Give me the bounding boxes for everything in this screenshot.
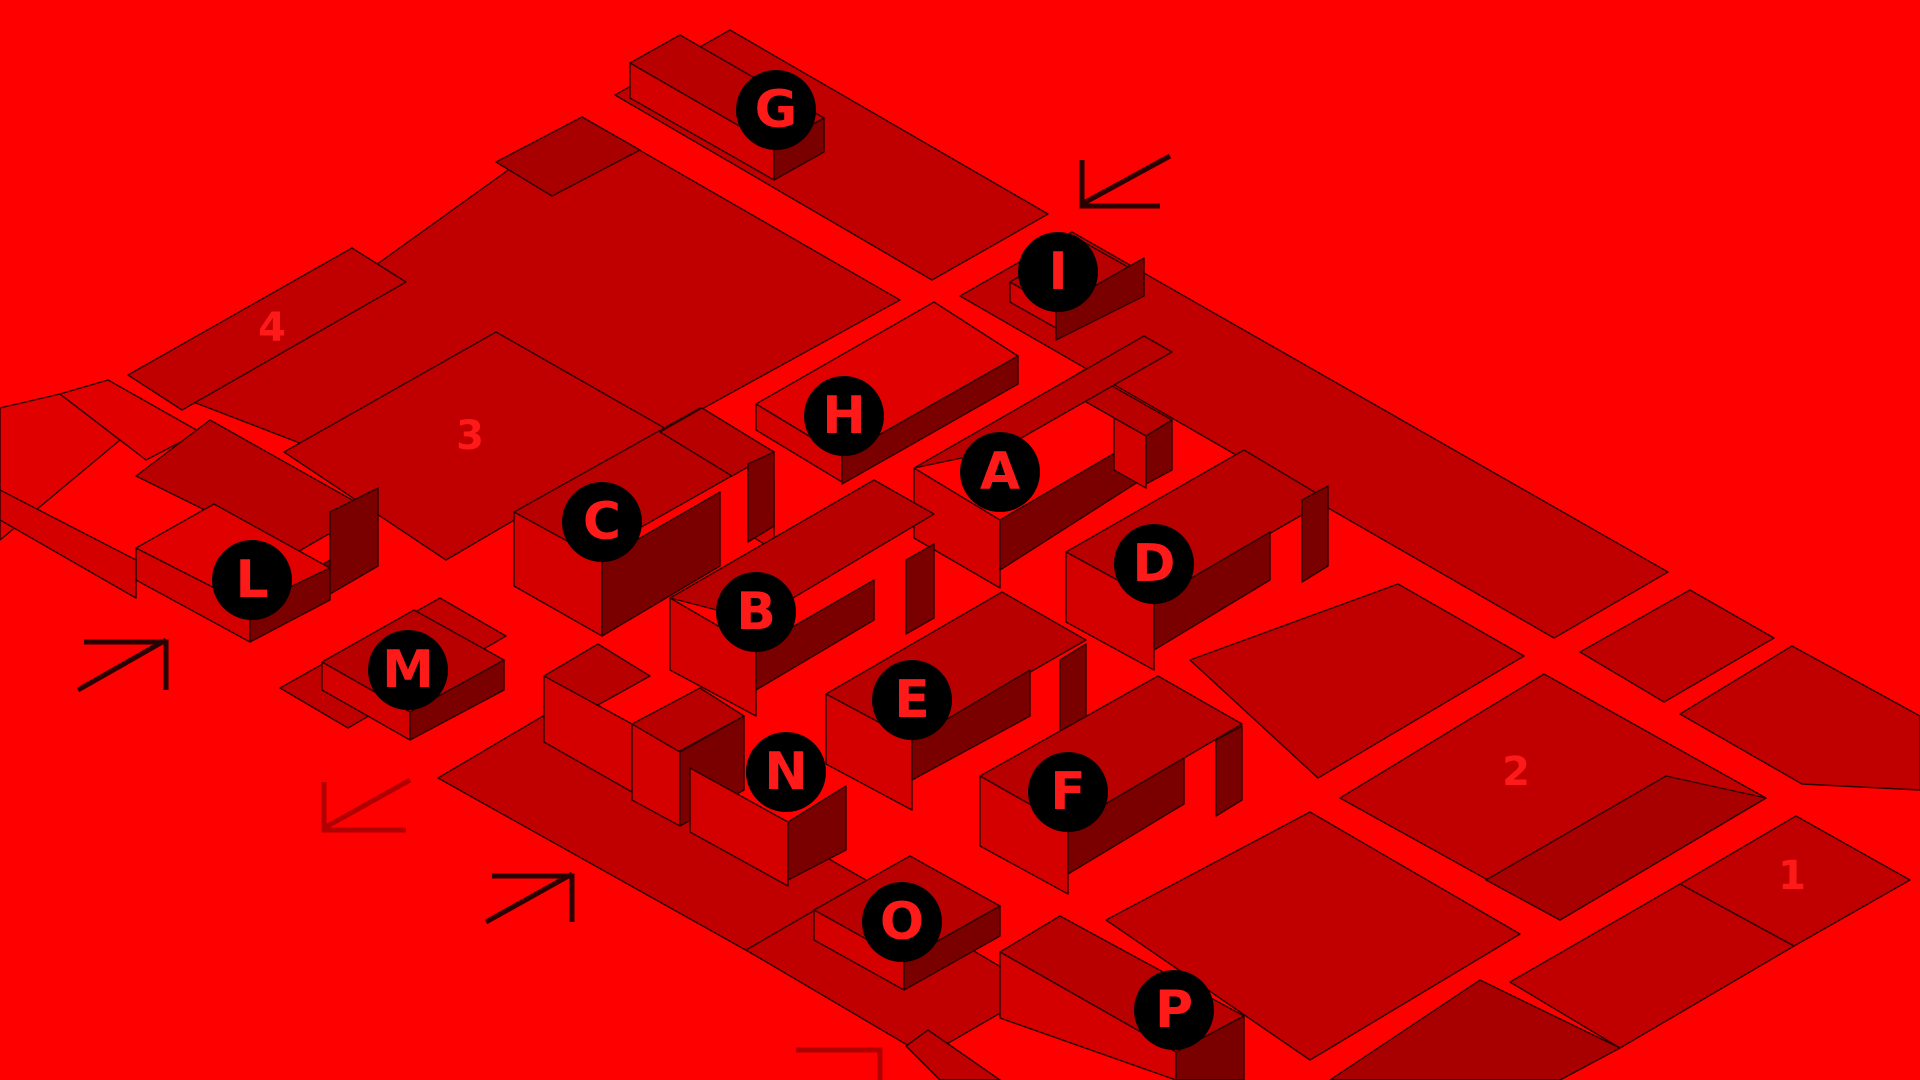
zone-label: 4 — [258, 305, 286, 351]
marker-i[interactable]: I — [1018, 232, 1098, 312]
direction-arrows — [76, 153, 1172, 1080]
marker-label: H — [822, 386, 866, 446]
marker-label: A — [980, 442, 1020, 502]
arrow-icon — [321, 777, 412, 833]
marker-n[interactable]: N — [746, 732, 826, 812]
zone-label: 1 — [1778, 853, 1806, 899]
marker-label: N — [764, 742, 808, 802]
zone-label: 3 — [456, 413, 484, 459]
marker-c[interactable]: C — [562, 482, 642, 562]
marker-o[interactable]: O — [862, 882, 942, 962]
marker-label: I — [1048, 242, 1067, 302]
arrow-icon — [796, 1047, 883, 1080]
marker-e[interactable]: E — [872, 660, 952, 740]
marker-a[interactable]: A — [960, 432, 1040, 512]
building-markers: G I H A C D L B M E N F — [212, 70, 1214, 1050]
marker-label: B — [736, 582, 776, 642]
marker-label: M — [382, 640, 434, 700]
ground-parcels — [127, 29, 1920, 1080]
zone-4-parcel — [127, 247, 407, 411]
marker-label: F — [1050, 762, 1086, 822]
zone-labels: 4 3 2 1 — [258, 305, 1806, 899]
marker-label: D — [1132, 534, 1175, 594]
arrow-icon — [76, 637, 169, 693]
marker-b[interactable]: B — [716, 572, 796, 652]
arrow-icon — [484, 871, 575, 925]
marker-p[interactable]: P — [1134, 970, 1214, 1050]
building-a[interactable] — [913, 335, 1173, 589]
arrow-icon — [1079, 153, 1172, 209]
marker-label: O — [880, 892, 924, 952]
building-n[interactable] — [543, 643, 847, 887]
marker-label: L — [235, 550, 268, 610]
marker-label: G — [755, 80, 798, 140]
marker-label: P — [1155, 980, 1193, 1040]
marker-f[interactable]: F — [1028, 752, 1108, 832]
marker-h[interactable]: H — [804, 376, 884, 456]
marker-l[interactable]: L — [212, 540, 292, 620]
marker-label: E — [894, 670, 930, 730]
marker-m[interactable]: M — [368, 630, 448, 710]
marker-d[interactable]: D — [1114, 524, 1194, 604]
marker-label: C — [583, 492, 621, 552]
marker-g[interactable]: G — [736, 70, 816, 150]
zone-label: 2 — [1502, 749, 1530, 795]
